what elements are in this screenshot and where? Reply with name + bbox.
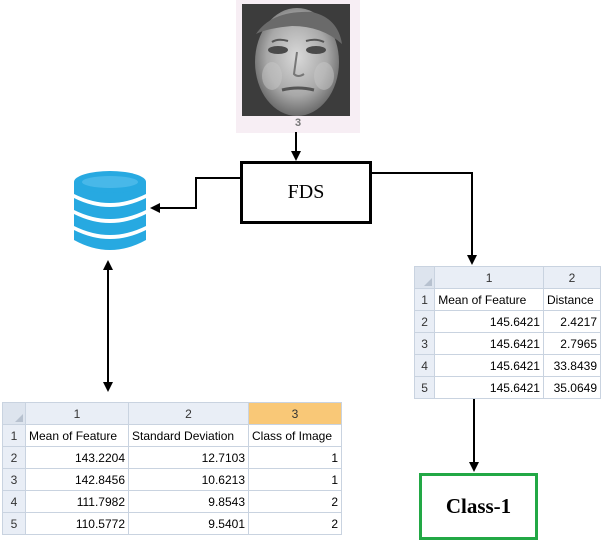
- table-cell: 2.7965: [542, 332, 601, 355]
- table-corner: [413, 266, 436, 289]
- table-row: 5 145.6421 35.0649: [413, 376, 601, 399]
- table-cell: 9.8543: [128, 490, 249, 513]
- column-number: 2: [542, 266, 601, 289]
- table-cell: 2: [248, 512, 342, 535]
- table-cell: 2: [248, 490, 342, 513]
- table-cell: 10.6213: [128, 468, 249, 491]
- table-cell: Class of Image: [248, 424, 342, 447]
- row-number: 4: [2, 490, 26, 513]
- table-cell: 142.8456: [25, 468, 129, 491]
- table-cell: 145.6421: [434, 332, 544, 355]
- table-header-row: 1 2: [413, 266, 601, 289]
- row-number: 3: [413, 332, 436, 355]
- table-cell: 33.8439: [542, 354, 601, 377]
- database-icon: [74, 171, 146, 250]
- table-row: 2 145.6421 2.4217: [413, 310, 601, 333]
- table-cell: 35.0649: [542, 376, 601, 399]
- classification-result-box: Class-1: [419, 473, 538, 540]
- row-number: 2: [413, 310, 436, 333]
- column-number: 1: [434, 266, 544, 289]
- table-cell: Mean of Feature: [434, 288, 544, 311]
- row-number: 1: [2, 424, 26, 447]
- table-row: 4 145.6421 33.8439: [413, 354, 601, 377]
- table-row: 2 143.2204 12.7103 1: [2, 446, 342, 469]
- table-row: 3 145.6421 2.7965: [413, 332, 601, 355]
- arrow-fds-to-distance-table: [372, 172, 477, 265]
- table-corner: [2, 402, 26, 425]
- table-cell: 145.6421: [434, 310, 544, 333]
- table-cell: 145.6421: [434, 376, 544, 399]
- arrow-fds-to-database: [150, 177, 240, 213]
- table-cell: 2.4217: [542, 310, 601, 333]
- table-row: 1 Mean of Feature Distance: [413, 288, 601, 311]
- row-number: 4: [413, 354, 436, 377]
- face-image: [242, 4, 350, 116]
- row-number: 2: [2, 446, 26, 469]
- table-row: 3 142.8456 10.6213 1: [2, 468, 342, 491]
- row-number: 5: [2, 512, 26, 535]
- row-number: 5: [413, 376, 436, 399]
- table-row: 1 Mean of Feature Standard Deviation Cla…: [2, 424, 342, 447]
- column-number-selected: 3: [248, 402, 342, 425]
- row-number: 3: [2, 468, 26, 491]
- table-cell: 1: [248, 468, 342, 491]
- table-cell: 111.7982: [25, 490, 129, 513]
- table-cell: 1: [248, 446, 342, 469]
- table-row: 5 110.5772 9.5401 2: [2, 512, 342, 535]
- distance-table: 1 2 1 Mean of Feature Distance 2 145.642…: [413, 266, 601, 399]
- table-cell: 143.2204: [25, 446, 129, 469]
- table-cell: 12.7103: [128, 446, 249, 469]
- classification-result-label: Class-1: [445, 494, 512, 518]
- table-cell: 9.5401: [128, 512, 249, 535]
- fds-process-box: FDS: [240, 161, 372, 224]
- table-cell: Mean of Feature: [25, 424, 129, 447]
- column-number: 1: [25, 402, 129, 425]
- table-cell: 110.5772: [25, 512, 129, 535]
- row-number: 1: [413, 288, 436, 311]
- table-cell: Standard Deviation: [128, 424, 249, 447]
- face-number-label: 3: [294, 117, 302, 129]
- table-row: 4 111.7982 9.8543 2: [2, 490, 342, 513]
- table-header-row: 1 2 3: [2, 402, 342, 425]
- table-cell: 145.6421: [434, 354, 544, 377]
- fds-label: FDS: [287, 181, 325, 203]
- column-number: 2: [128, 402, 249, 425]
- feature-table: 1 2 3 1 Mean of Feature Standard Deviati…: [2, 402, 342, 535]
- table-cell: Distance: [542, 288, 601, 311]
